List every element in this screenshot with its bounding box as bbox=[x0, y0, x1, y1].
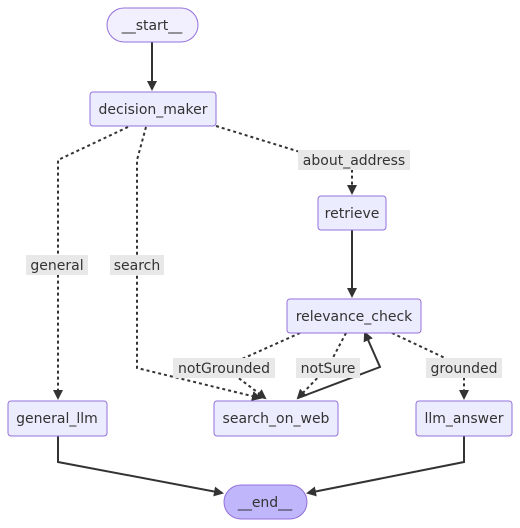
node-retrieve[interactable]: retrieve bbox=[317, 195, 387, 231]
svg-text:retrieve: retrieve bbox=[325, 206, 380, 222]
node-search-on-web[interactable]: search_on_web bbox=[213, 400, 339, 437]
edge-label-grounded: grounded bbox=[426, 358, 502, 378]
node-end[interactable]: __end__ bbox=[223, 484, 308, 520]
edge-label-search: search bbox=[110, 255, 164, 275]
edge-general-llm-to-end bbox=[57, 436, 224, 497]
svg-text:grounded: grounded bbox=[430, 361, 497, 377]
svg-text:__start__: __start__ bbox=[121, 18, 184, 34]
edge-label-general: general bbox=[26, 255, 88, 275]
svg-text:__end__: __end__ bbox=[237, 495, 293, 511]
edge-label-about-address: about_address bbox=[298, 150, 410, 170]
svg-text:general: general bbox=[30, 258, 83, 274]
edge-llm-answer-to-end bbox=[306, 436, 465, 497]
edge-search-on-web-to-relevance-check bbox=[297, 331, 382, 399]
node-start[interactable]: __start__ bbox=[106, 7, 199, 43]
svg-text:notSure: notSure bbox=[301, 361, 356, 377]
edge-label-notsure: notSure bbox=[296, 358, 360, 378]
svg-text:search: search bbox=[114, 258, 161, 274]
node-decision-maker[interactable]: decision_maker bbox=[89, 91, 217, 127]
node-general-llm[interactable]: general_llm bbox=[7, 400, 108, 437]
svg-text:relevance_check: relevance_check bbox=[296, 309, 413, 325]
svg-text:notGrounded: notGrounded bbox=[178, 361, 270, 377]
edge-decision-maker-to-general-llm bbox=[53, 126, 129, 400]
node-relevance-check[interactable]: relevance_check bbox=[286, 298, 422, 334]
node-llm-answer[interactable]: llm_answer bbox=[415, 400, 513, 437]
svg-text:about_address: about_address bbox=[303, 153, 405, 169]
svg-text:search_on_web: search_on_web bbox=[223, 411, 330, 427]
svg-text:decision_maker: decision_maker bbox=[99, 102, 208, 118]
svg-text:general_llm: general_llm bbox=[16, 411, 98, 427]
svg-text:llm_answer: llm_answer bbox=[425, 411, 504, 427]
edge-label-notgrounded: notGrounded bbox=[173, 358, 275, 378]
